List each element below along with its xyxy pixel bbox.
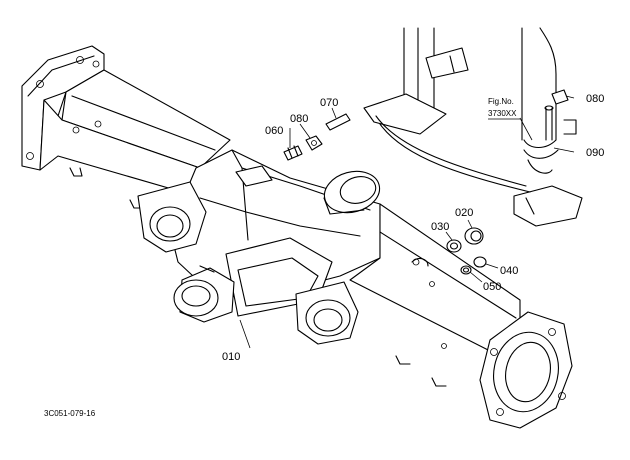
callout-020: 020	[455, 207, 473, 219]
plug-040	[473, 256, 487, 268]
pipe-070	[325, 113, 351, 131]
right-flange	[479, 311, 573, 429]
callout-090: 090	[586, 147, 604, 159]
axle-housing	[21, 45, 573, 429]
breather-pipe-assembly	[363, 27, 583, 227]
clip-080-left	[305, 135, 323, 151]
callout-080-right: 080	[586, 93, 604, 105]
left-tube	[39, 69, 231, 209]
callout-040: 040	[500, 265, 518, 277]
callout-010: 010	[222, 351, 240, 363]
callout-060: 060	[265, 125, 283, 137]
gasket-050	[460, 265, 472, 275]
right-mount-bracket	[295, 281, 359, 345]
drawing-id: 3C051-079-16	[44, 409, 96, 418]
small-parts	[283, 89, 569, 275]
callout-030: 030	[431, 221, 449, 233]
callout-050: 050	[483, 281, 501, 293]
leader-lines	[239, 95, 575, 349]
callout-070: 070	[320, 97, 338, 109]
fig-ref-line1: Fig.No.	[488, 97, 514, 106]
left-mount-bracket	[137, 181, 207, 253]
callout-080-left: 080	[290, 113, 308, 125]
gasket-030	[446, 239, 462, 253]
clip-080-right	[551, 89, 569, 105]
fig-ref-line2: 3730XX	[488, 109, 517, 118]
center-housing	[169, 149, 381, 323]
plug-020	[464, 227, 484, 245]
fitting-060	[283, 145, 303, 161]
